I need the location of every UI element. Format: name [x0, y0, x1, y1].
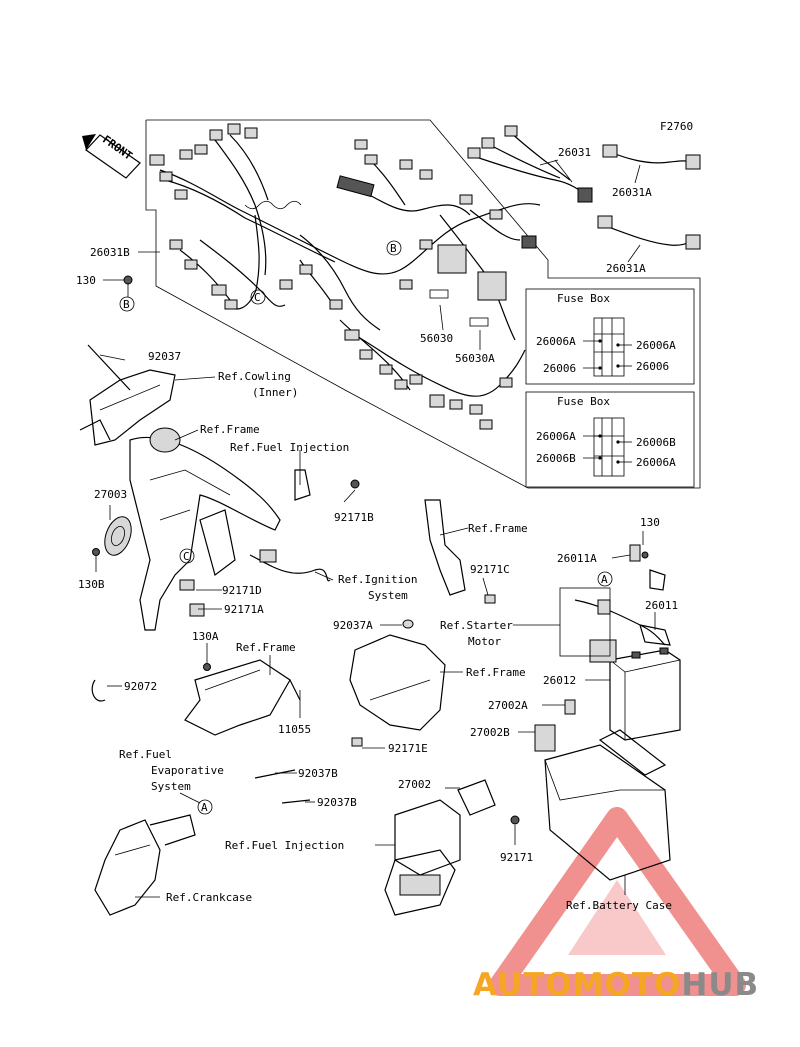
circle-a1-label: A	[601, 573, 608, 586]
fb2-right-2: 26006A	[636, 456, 676, 469]
ref-ignition-line1: Ref.Ignition	[338, 573, 417, 586]
ref-starter-line1: Ref.Starter	[440, 619, 513, 632]
label-26012: 26012	[543, 674, 576, 687]
fb2-right-1: 26006B	[636, 436, 676, 449]
label-130B: 130B	[78, 578, 105, 591]
circle-b1-label: B	[123, 298, 130, 311]
circle-b2-label: B	[390, 242, 397, 255]
label-92171D: 92171D	[222, 584, 262, 597]
fuse-box-2-title: Fuse Box	[557, 395, 610, 408]
figure-code: F2760	[660, 120, 693, 133]
watermark-part2: HUB	[681, 967, 759, 1003]
ref-fuel-injection-2: Ref.Fuel Injection	[225, 839, 344, 852]
cowling-inner	[79, 344, 176, 446]
ref-frame-2: Ref.Frame	[468, 522, 528, 535]
small-parts-left	[91, 479, 360, 702]
label-26031: 26031	[558, 146, 591, 159]
label-26031A-1: 26031A	[612, 186, 652, 199]
ref-crankcase: Ref.Crankcase	[166, 891, 252, 904]
ecu-27002	[384, 779, 496, 916]
sub-harness-26031	[467, 125, 593, 203]
label-92171C: 92171C	[470, 563, 510, 576]
label-27002A: 27002A	[488, 699, 528, 712]
starter-relay-26011	[559, 544, 671, 663]
battery-case	[510, 699, 671, 881]
fb1-right-1: 26006A	[636, 339, 676, 352]
label-92037B-2: 92037B	[317, 796, 357, 809]
label-92171A: 92171A	[224, 603, 264, 616]
fuse-box-1-title: Fuse Box	[557, 292, 610, 305]
watermark-logo: AUTOMOTOHUB	[473, 967, 759, 1003]
part-labels: F2760 26031 26031A 26031A 26031B 130 B B…	[76, 120, 693, 912]
label-92171E: 92171E	[388, 742, 428, 755]
label-92037-top: 92037	[148, 350, 181, 363]
circle-c1-label: C	[254, 291, 261, 304]
ref-fuel-evap-line2: Evaporative	[151, 764, 224, 777]
wiring-harness	[149, 123, 541, 430]
label-92171: 92171	[500, 851, 533, 864]
fb2-left-2: 26006B	[536, 452, 576, 465]
leader-lines	[95, 159, 656, 898]
ref-cowling-line1: Ref.Cowling	[218, 370, 291, 383]
circle-markers	[119, 240, 613, 815]
label-92037A: 92037A	[333, 619, 373, 632]
clamps-92037B	[254, 769, 311, 804]
ref-frame-bar	[424, 499, 496, 604]
label-92037B-1: 92037B	[298, 767, 338, 780]
label-56030: 56030	[420, 332, 453, 345]
watermark-triangle	[489, 807, 746, 996]
label-56030A: 56030A	[455, 352, 495, 365]
ref-fuel-injection-1: Ref.Fuel Injection	[230, 441, 349, 454]
label-130-right: 130	[640, 516, 660, 529]
label-26031A-2: 26031A	[606, 262, 646, 275]
label-27002B: 27002B	[470, 726, 510, 739]
label-26011: 26011	[645, 599, 678, 612]
label-92171B: 92171B	[334, 511, 374, 524]
label-27002: 27002	[398, 778, 431, 791]
fb1-left-2: 26006	[543, 362, 576, 375]
part-27003	[104, 516, 132, 556]
fuse-box-2-frame	[525, 391, 695, 488]
label-130-top: 130	[76, 274, 96, 287]
ref-cowling-line2: (Inner)	[252, 386, 298, 399]
sub-harness-26031A-2	[597, 215, 701, 250]
crankcase-part	[94, 814, 196, 916]
circle-c2-label: C	[183, 550, 190, 563]
label-130A: 130A	[192, 630, 219, 643]
fuse-box-1-frame	[525, 288, 695, 385]
fb1-right-2: 26006	[636, 360, 669, 373]
circle-a2-label: A	[201, 801, 208, 814]
fb2-left-1: 26006A	[536, 430, 576, 443]
label-26011A: 26011A	[557, 552, 597, 565]
watermark-part1: AUTOMOTO	[473, 967, 681, 1003]
ref-frame-3: Ref.Frame	[236, 641, 296, 654]
ref-battery-case: Ref.Battery Case	[566, 899, 672, 912]
bolt-130	[103, 275, 133, 297]
label-26031B: 26031B	[90, 246, 130, 259]
label-11055: 11055	[278, 723, 311, 736]
fb1-left-1: 26006A	[536, 335, 576, 348]
svg-text:AUTOMOTOHUB: AUTOMOTOHUB	[473, 967, 759, 1003]
ignition-wires	[249, 469, 331, 582]
ref-starter-line2: Motor	[468, 635, 501, 648]
ref-ignition-line2: System	[368, 589, 408, 602]
label-92072: 92072	[124, 680, 157, 693]
ref-fuel-evap-line1: Ref.Fuel	[119, 748, 172, 761]
battery-26012	[609, 647, 681, 741]
ref-frame-4: Ref.Frame	[466, 666, 526, 679]
front-arrow-icon: FRONT	[82, 133, 141, 179]
sub-harness-26031A-1	[602, 144, 701, 170]
ref-frame-1: Ref.Frame	[200, 423, 260, 436]
label-27003: 27003	[94, 488, 127, 501]
frame-cover-center	[349, 619, 446, 747]
frame-main	[129, 427, 281, 631]
ref-fuel-evap-line3: System	[151, 780, 191, 793]
